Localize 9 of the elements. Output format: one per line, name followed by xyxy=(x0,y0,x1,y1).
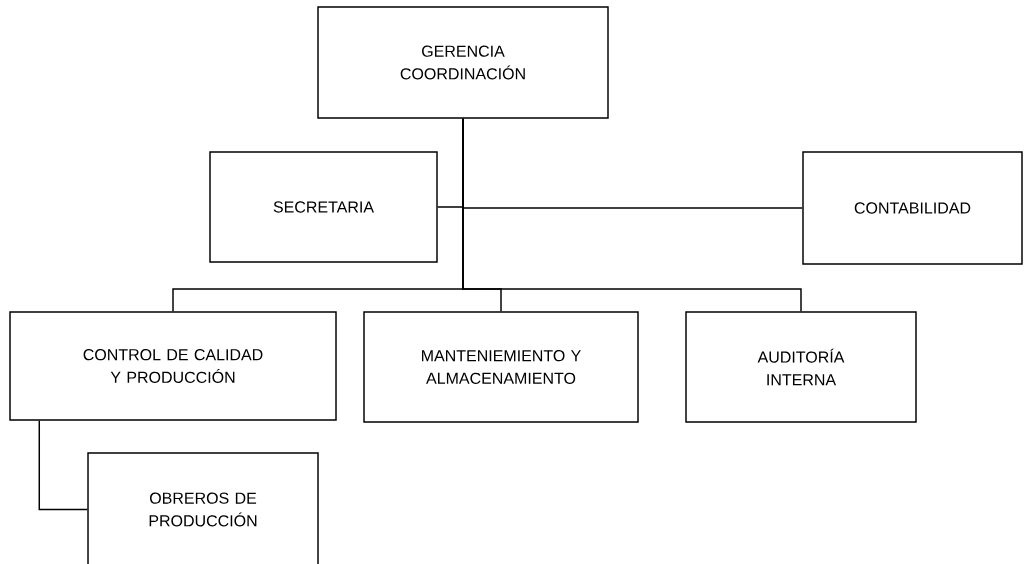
org-box: GERENCIA COORDINACIÓN xyxy=(317,6,609,119)
org-box: CONTABILIDAD xyxy=(802,151,1023,265)
org-box: SECRETARIA xyxy=(209,151,438,263)
connector-line xyxy=(462,118,802,312)
org-box: MANTENIEMIENTO Y ALMACENAMIENTO xyxy=(363,311,639,423)
connector-line xyxy=(38,420,88,511)
org-box: CONTROL DE CALIDAD Y PRODUCCIÓN xyxy=(9,311,337,421)
org-box: AUDITORÍA INTERNA xyxy=(685,311,917,423)
org-box: OBREROS DE PRODUCCIÓN xyxy=(87,452,319,564)
